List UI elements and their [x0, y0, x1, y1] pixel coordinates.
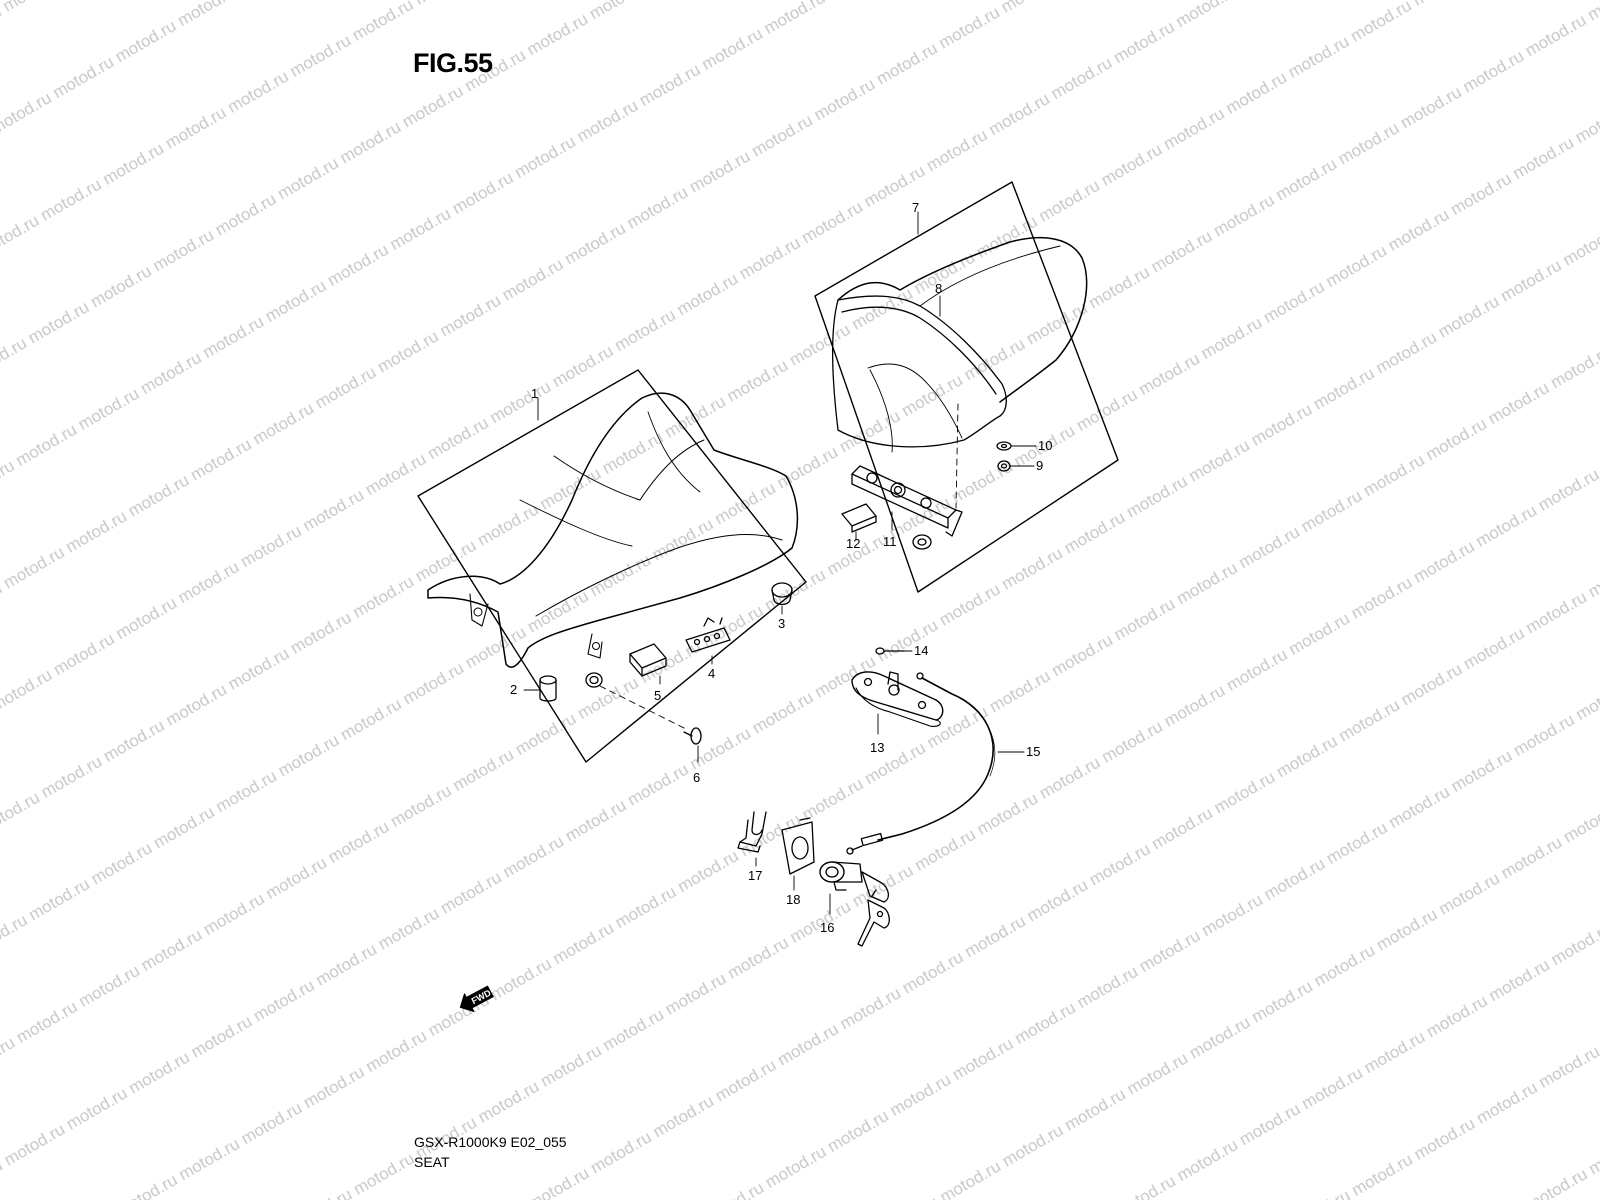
front-seat-part — [427, 392, 799, 668]
part-label-18: 18 — [786, 892, 800, 907]
part-label-15: 15 — [1026, 744, 1040, 759]
plate-part-18 — [781, 817, 815, 875]
part-label-13: 13 — [870, 740, 884, 755]
clip-part-17 — [737, 811, 767, 853]
figure-title: FIG.55 — [413, 48, 493, 78]
part-label-6: 6 — [693, 770, 700, 785]
washer-part-10 — [996, 441, 1012, 451]
fwd-arrow-icon: FWD — [459, 985, 494, 1013]
part-label-11: 11 — [883, 534, 897, 549]
part-label-12: 12 — [846, 536, 860, 551]
lock-base-part-13 — [851, 671, 944, 727]
part-label-5: 5 — [654, 688, 661, 703]
part-labels: 1 2 3 4 5 6 7 8 9 10 11 12 13 14 15 16 1… — [510, 200, 1052, 935]
rear-seat-group-frame — [814, 181, 1119, 593]
model-code-caption: GSX-R1000K9 E02_055 — [414, 1134, 567, 1150]
pad-part-12 — [841, 503, 877, 533]
part-label-10: 10 — [1038, 438, 1052, 453]
front-seat-group-frame — [417, 369, 807, 763]
cushion-part-3 — [771, 582, 793, 606]
bolt-part-6 — [599, 685, 702, 745]
part-label-8: 8 — [935, 281, 942, 296]
section-name-caption: SEAT — [414, 1154, 450, 1170]
part-label-3: 3 — [778, 616, 785, 631]
cushion-part-2 — [539, 675, 557, 702]
clamp-part-4 — [685, 617, 731, 653]
screw-part-14 — [875, 647, 905, 655]
part-label-9: 9 — [1036, 458, 1043, 473]
rear-seat-group — [814, 181, 1119, 593]
front-seat-group — [417, 369, 807, 763]
grommet-part — [585, 672, 603, 688]
part-label-1: 1 — [531, 386, 538, 401]
part-label-14: 14 — [914, 643, 928, 658]
part-label-2: 2 — [510, 682, 517, 697]
bracket-part-11 — [851, 403, 963, 550]
cable-part-15 — [846, 672, 995, 855]
nut-part-9 — [997, 460, 1011, 472]
part-label-4: 4 — [708, 666, 715, 681]
part-label-7: 7 — [912, 200, 919, 215]
seat-lock-part-16 — [819, 861, 890, 947]
lock-group — [737, 647, 1025, 947]
pad-part-5 — [629, 643, 667, 677]
part-label-17: 17 — [748, 868, 762, 883]
part-label-16: 16 — [820, 920, 834, 935]
rear-seat-part — [832, 237, 1088, 453]
